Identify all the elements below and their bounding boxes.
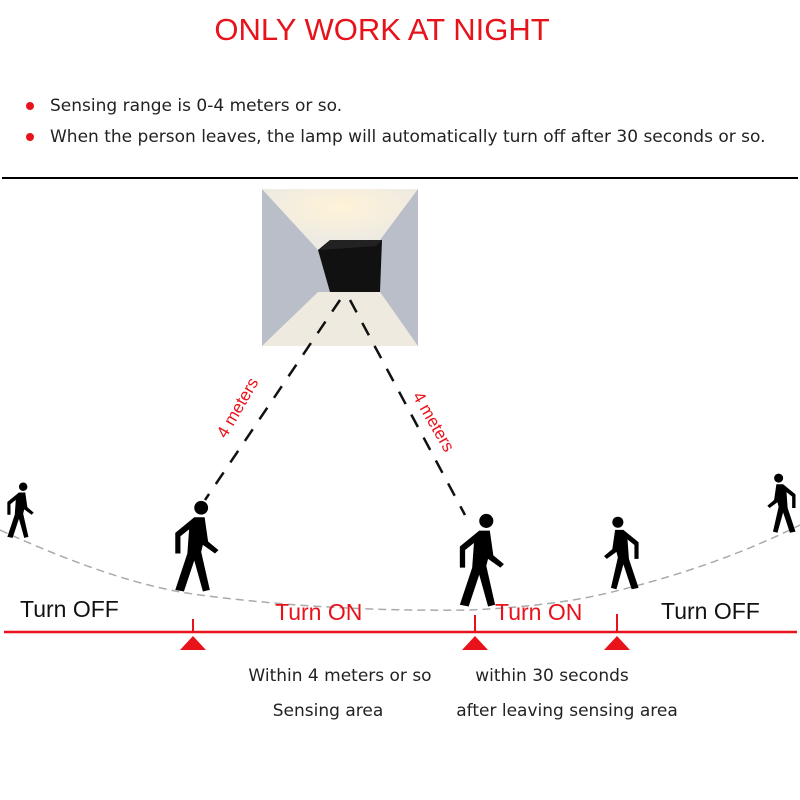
- bullet-text: Sensing range is 0-4 meters or so.: [50, 96, 343, 116]
- walker-icon: [459, 513, 504, 607]
- triangle-marker-icon: [462, 636, 488, 650]
- bullet-item: Sensing range is 0-4 meters or so.: [26, 96, 343, 116]
- bullet-dot-icon: [26, 133, 34, 141]
- state-turn-on-2: Turn ON: [495, 599, 583, 625]
- bullet-item: When the person leaves, the lamp will au…: [26, 127, 766, 147]
- state-turn-off-right: Turn OFF: [661, 598, 760, 624]
- walker-icon: [175, 500, 219, 592]
- sensing-note-1: Within 4 meters or so: [248, 666, 432, 686]
- delay-note-1: within 30 seconds: [475, 666, 629, 686]
- state-turn-off-left: Turn OFF: [20, 596, 119, 622]
- page-title: ONLY WORK AT NIGHT: [214, 12, 550, 47]
- triangle-marker-icon: [180, 636, 206, 650]
- state-turn-on-1: Turn ON: [275, 599, 363, 625]
- delay-note-2: after leaving sensing area: [456, 701, 678, 721]
- timeline-ticks: [192, 614, 618, 632]
- walker-icon: [7, 482, 34, 538]
- timeline-markers: [180, 636, 630, 650]
- bullet-text: When the person leaves, the lamp will au…: [50, 127, 766, 147]
- lamp-photo: [262, 189, 418, 346]
- bullet-dot-icon: [26, 102, 34, 110]
- walker-icon: [604, 516, 639, 590]
- walking-path: [0, 524, 800, 611]
- walker-icon: [767, 473, 796, 533]
- triangle-marker-icon: [604, 636, 630, 650]
- sensing-note-2: Sensing area: [272, 701, 384, 721]
